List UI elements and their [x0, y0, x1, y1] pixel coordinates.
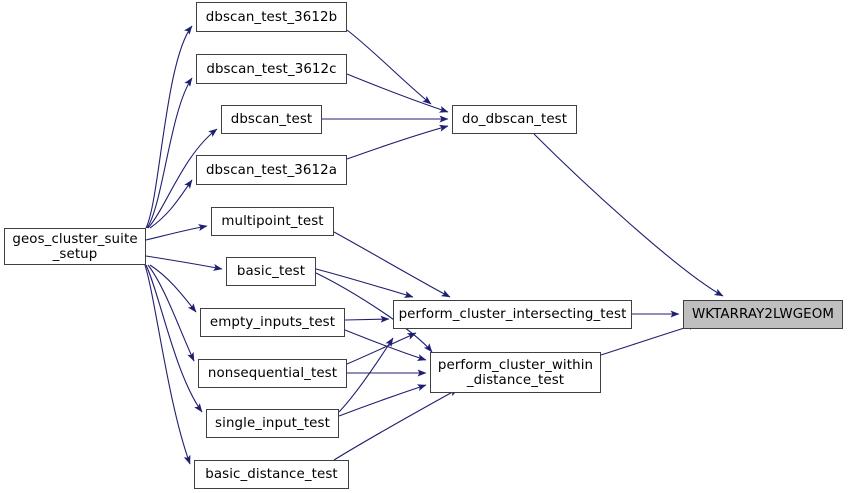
graph-edge	[333, 231, 451, 298]
graph-node-label: dbscan_test	[230, 112, 313, 127]
graph-edge	[346, 29, 432, 105]
graph-edge	[145, 25, 193, 229]
graph-node-dbscan-test-3612a[interactable]: dbscan_test_3612a	[196, 155, 347, 185]
graph-node-nonsequential-test[interactable]: nonsequential_test	[198, 359, 347, 388]
graph-edge	[146, 77, 193, 229]
graph-node-empty-inputs-test[interactable]: empty_inputs_test	[200, 308, 345, 337]
graph-edge	[333, 388, 459, 461]
graph-node-label: nonsequential_test	[207, 366, 338, 381]
graph-edge	[149, 264, 197, 313]
graph-node-label: perform_cluster_within _distance_test	[437, 357, 594, 388]
graph-node-label: WKTARRAY2LWGEOM	[691, 307, 835, 322]
graph-edge	[338, 337, 394, 413]
graph-node-wktarray2lwgeom[interactable]: WKTARRAY2LWGEOM	[683, 300, 843, 329]
graph-node-label: do_dbscan_test	[461, 112, 568, 127]
graph-node-label: dbscan_test_3612a	[205, 162, 338, 178]
graph-node-perform-cluster-intersecting-test[interactable]: perform_cluster_intersecting_test	[393, 300, 632, 329]
graph-edge	[145, 255, 223, 271]
graph-edge	[315, 272, 433, 353]
graph-node-dbscan-test-3612b[interactable]: dbscan_test_3612b	[196, 2, 347, 32]
graph-node-label: perform_cluster_intersecting_test	[398, 307, 627, 322]
graph-edge	[344, 329, 427, 361]
graph-edge	[145, 264, 203, 413]
graph-node-label: multipoint_test	[221, 214, 324, 229]
graph-edge	[147, 128, 218, 229]
graph-node-geos-cluster-suite-setup[interactable]: geos_cluster_suite _setup	[4, 228, 146, 265]
graph-node-dbscan-test[interactable]: dbscan_test	[221, 105, 322, 134]
graph-node-do-dbscan-test[interactable]: do_dbscan_test	[452, 105, 577, 134]
graph-edge	[315, 268, 414, 298]
graph-edge	[144, 264, 191, 465]
graph-edge	[145, 224, 208, 241]
graph-node-label: geos_cluster_suite _setup	[12, 231, 138, 262]
graph-node-multipoint-test[interactable]: multipoint_test	[211, 207, 334, 236]
graph-node-basic-test[interactable]: basic_test	[226, 257, 316, 286]
graph-node-perform-cluster-within-distance-test[interactable]: perform_cluster_within _distance_test	[430, 352, 601, 393]
graph-node-label: empty_inputs_test	[209, 315, 336, 330]
graph-edge	[149, 179, 193, 229]
graph-node-label: single_input_test	[215, 416, 330, 431]
graph-edge	[346, 124, 449, 160]
graph-edge	[344, 315, 390, 323]
graph-node-dbscan-test-3612c[interactable]: dbscan_test_3612c	[196, 54, 347, 84]
graph-edge	[346, 332, 417, 365]
graph-edge	[147, 264, 195, 362]
graph-node-label: basic_test	[236, 264, 306, 279]
graph-edge	[338, 384, 427, 417]
graph-node-single-input-test[interactable]: single_input_test	[206, 409, 339, 438]
graph-edge	[533, 133, 724, 297]
graph-node-label: dbscan_test_3612c	[206, 61, 337, 77]
graph-edge	[346, 73, 449, 113]
graph-node-label: dbscan_test_3612b	[205, 9, 338, 25]
graph-node-basic-distance-test[interactable]: basic_distance_test	[194, 460, 349, 489]
graph-node-label: basic_distance_test	[205, 467, 338, 482]
